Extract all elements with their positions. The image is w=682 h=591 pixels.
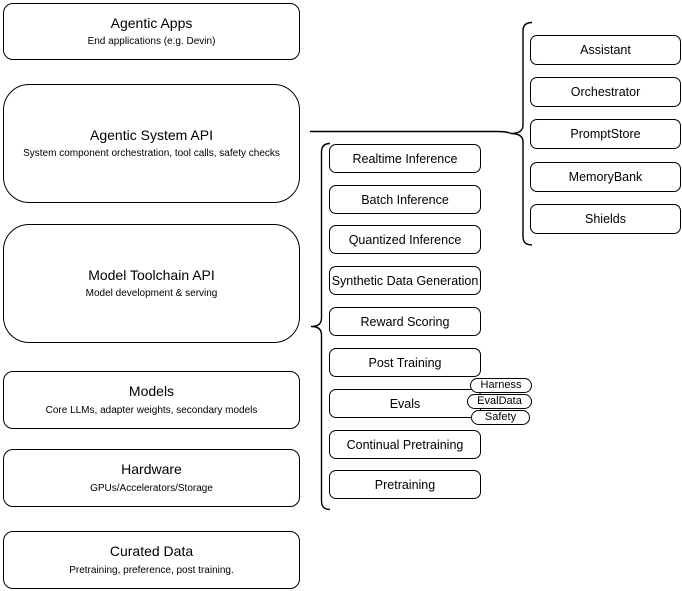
node-realtime-inference: Realtime Inference — [329, 144, 481, 173]
node-agentic-apps: Agentic Apps End applications (e.g. Devi… — [3, 3, 300, 60]
node-pretraining: Pretraining — [329, 470, 481, 499]
node-title: Agentic System API — [90, 126, 213, 143]
node-memorybank: MemoryBank — [530, 162, 681, 192]
node-batch-inference: Batch Inference — [329, 185, 481, 214]
node-subtitle: End applications (e.g. Devin) — [87, 36, 216, 48]
node-post-training: Post Training — [329, 348, 481, 377]
node-assistant: Assistant — [530, 35, 681, 65]
node-subtitle: GPUs/Accelerators/Storage — [90, 482, 213, 494]
node-promptstore: PromptStore — [530, 119, 681, 149]
tag-harness: Harness — [470, 378, 532, 393]
system-brace — [510, 21, 533, 246]
tag-evaldata: EvalData — [467, 394, 532, 409]
node-hardware: Hardware GPUs/Accelerators/Storage — [3, 449, 300, 507]
node-model-toolchain-api: Model Toolchain API Model development & … — [3, 224, 300, 343]
node-subtitle: Core LLMs, adapter weights, secondary mo… — [45, 404, 258, 416]
node-orchestrator: Orchestrator — [530, 77, 681, 107]
node-evals: Evals — [329, 389, 481, 418]
node-subtitle: Model development & serving — [85, 288, 218, 300]
node-shields: Shields — [530, 204, 681, 234]
system-connector-line — [310, 130, 511, 134]
node-title: Hardware — [121, 461, 182, 478]
node-models: Models Core LLMs, adapter weights, secon… — [3, 371, 300, 429]
node-subtitle: Pretraining, preference, post training. — [69, 564, 234, 576]
node-title: Models — [128, 383, 175, 400]
node-continual-pretraining: Continual Pretraining — [329, 430, 481, 459]
node-synthetic-data-generation: Synthetic Data Generation — [329, 266, 481, 295]
node-subtitle: System component orchestration, tool cal… — [23, 148, 280, 160]
node-title: Agentic Apps — [110, 14, 193, 31]
node-reward-scoring: Reward Scoring — [329, 307, 481, 336]
toolchain-brace — [310, 142, 331, 511]
node-title: Model Toolchain API — [88, 266, 215, 283]
node-agentic-system-api: Agentic System API System component orch… — [3, 84, 300, 203]
node-title: Curated Data — [109, 543, 194, 560]
tag-safety: Safety — [471, 410, 530, 425]
node-curated-data: Curated Data Pretraining, preference, po… — [3, 531, 300, 589]
node-quantized-inference: Quantized Inference — [329, 225, 481, 254]
